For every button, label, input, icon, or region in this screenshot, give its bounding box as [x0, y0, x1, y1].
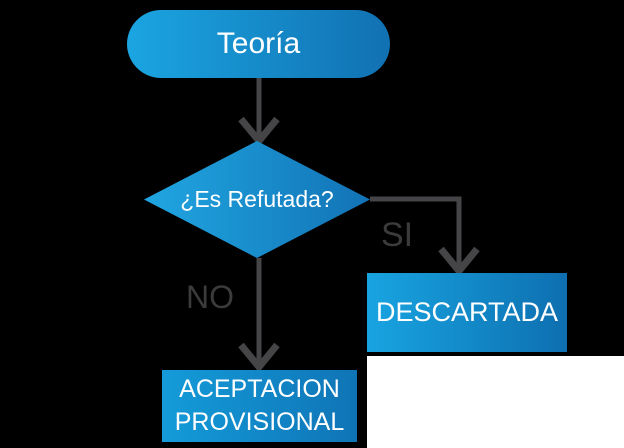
node-descartada-label: DESCARTADA	[375, 297, 559, 327]
node-teoria-label: Teoría	[216, 27, 301, 60]
arrowhead-down-icon	[238, 342, 280, 373]
node-aceptacion: ACEPTACION PROVISIONAL	[162, 370, 357, 442]
node-aceptacion-line2: PROVISIONAL	[174, 408, 345, 436]
edge-label-si: SI	[381, 216, 414, 254]
white-background-patch	[367, 356, 624, 448]
node-teoria: Teoría	[127, 10, 390, 78]
connector-decision-to-descartada	[370, 196, 462, 266]
node-descartada: DESCARTADA	[367, 273, 567, 352]
node-decision-label: ¿Es Refutada?	[180, 186, 334, 212]
edge-label-no: NO	[186, 279, 234, 315]
node-aceptacion-line1: ACEPTACION	[179, 375, 340, 403]
arrowhead-down-icon	[438, 246, 480, 277]
arrowhead-down-icon	[238, 116, 280, 147]
